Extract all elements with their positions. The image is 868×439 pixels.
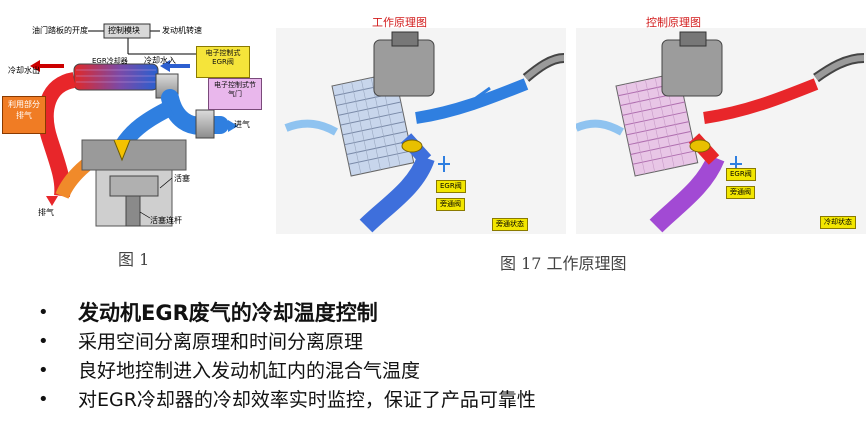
coolant-pipe: [284, 119, 338, 136]
arrow-line: [475, 86, 491, 100]
exhaust-arrowhead: [46, 196, 58, 206]
cooler-fins: [76, 69, 156, 83]
piston-rod: [125, 195, 141, 227]
label-engine-speed: 发动机转速: [162, 26, 202, 35]
inlet-flow-pipe: [359, 154, 435, 233]
label-exhaust: 排气: [38, 208, 54, 217]
label-intake: 进气: [234, 120, 250, 129]
bullet-list: • 发动机EGR废气的冷却温度控制 • 采用空间分离原理和时间分离原理 • 良好…: [38, 300, 536, 416]
figure-1-panel: 油门踏板的开度 控制模块 发动机转速 冷却水出 EGR冷却器 冷却水入 电子控制…: [0, 0, 270, 285]
actuator-cap: [679, 31, 707, 47]
e-egr-valve-box: 电子控制式EGR阀: [196, 46, 250, 78]
leader-line: [159, 177, 173, 189]
label-e-egr-valve: 电子控制式EGR阀: [205, 49, 241, 66]
intake-arrowhead: [228, 120, 238, 132]
figure-17-left-panel: 工作原理图 EGR阀 旁通阀 旁通状态: [276, 8, 566, 234]
bullet-symbol: •: [38, 389, 49, 410]
hose-inner: [524, 55, 565, 81]
coolant-pipe: [576, 119, 624, 136]
throttle-body: [195, 109, 215, 139]
bullet-item: • 良好地控制进入发动机缸内的混合气温度: [38, 358, 536, 387]
hose-inner: [814, 55, 865, 81]
cylinder-head: [81, 139, 187, 171]
bullet-item: • 发动机EGR废气的冷却温度控制: [38, 300, 536, 329]
figure-17-caption: 图 17 工作原理图: [500, 254, 627, 273]
cooler-grid: [615, 72, 699, 177]
working-principle-title: 工作原理图: [372, 16, 427, 29]
bullet-symbol: •: [38, 302, 49, 323]
exhaust-pipe: [37, 72, 76, 197]
valve-yellow: [113, 139, 131, 162]
valve-disc: [689, 139, 711, 153]
actuator-cap: [391, 31, 419, 47]
valve-housing: [661, 39, 723, 97]
valve-disc: [401, 139, 423, 153]
left-bypass-valve-label: 旁通阀: [436, 198, 465, 211]
egr-engine-schematic: [30, 23, 238, 227]
egr-cooler-body: [73, 63, 159, 91]
label-coolant-out: 冷却水出: [8, 66, 40, 75]
control-principle-diagram: [576, 28, 866, 234]
figure-1-caption: 图 1: [118, 250, 150, 269]
cooler-grid: [331, 72, 415, 177]
cooled-inlet-pipe: [649, 154, 725, 233]
leader-line: [139, 211, 151, 219]
left-egr-valve-label: EGR阀: [436, 180, 466, 193]
figure-17-right-panel: 控制原理图 EGR阀 旁通阀 冷却状态: [576, 8, 866, 234]
label-use-partial-exhaust: 利用部分排气: [8, 100, 40, 120]
right-egr-valve-label: EGR阀: [726, 168, 756, 181]
label-piston: 活塞: [174, 174, 190, 183]
right-state-label: 冷却状态: [820, 216, 856, 229]
control-module-box: [103, 23, 151, 39]
label-connecting-rod: 活塞连杆: [150, 216, 182, 225]
right-bypass-valve-label: 旁通阀: [726, 186, 755, 199]
label-control-module: 控制模块: [108, 26, 140, 35]
outlet-flow: [415, 78, 529, 124]
control-principle-title: 控制原理图: [646, 16, 701, 29]
label-e-throttle: 电子控制式节气门: [214, 81, 256, 98]
bullet-symbol: •: [38, 331, 49, 352]
bullet-text: 对EGR冷却器的冷却效率实时监控，保证了产品可靠性: [78, 389, 536, 411]
bullet-text: 良好地控制进入发动机缸内的混合气温度: [78, 360, 421, 382]
hot-outlet-flow: [703, 78, 819, 124]
arrow-cross: [438, 156, 450, 172]
piston-head: [109, 175, 159, 197]
working-principle-diagram: [276, 28, 566, 234]
bullet-symbol: •: [38, 360, 49, 381]
label-egr-cooler: EGR冷却器: [92, 57, 128, 65]
e-throttle-box: 电子控制式节气门: [208, 78, 262, 110]
label-throttle-opening: 油门踏板的开度: [32, 26, 88, 35]
partial-exhaust-box: 利用部分排气: [2, 96, 46, 134]
bullet-item: • 对EGR冷却器的冷却效率实时监控，保证了产品可靠性: [38, 387, 536, 416]
bullet-item: • 采用空间分离原理和时间分离原理: [38, 329, 536, 358]
left-state-label: 旁通状态: [492, 218, 528, 231]
coolant-in-arrowhead: [160, 60, 170, 72]
label-coolant-in: 冷却水入: [144, 56, 176, 65]
valve-housing: [373, 39, 435, 97]
bullet-text: 发动机EGR废气的冷却温度控制: [78, 301, 378, 325]
bullet-text: 采用空间分离原理和时间分离原理: [78, 331, 364, 353]
coolant-out-arrowhead: [30, 60, 40, 72]
